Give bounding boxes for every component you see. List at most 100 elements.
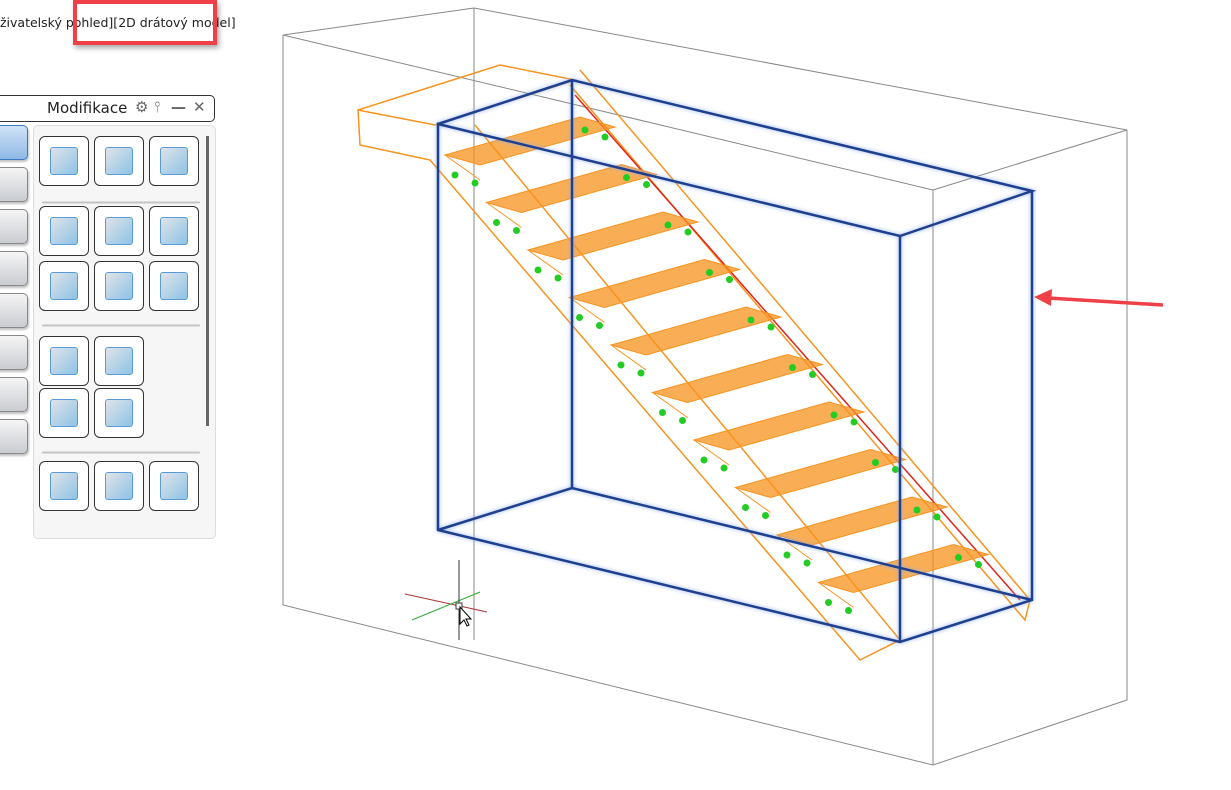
extend-button[interactable]: [94, 461, 144, 511]
highlight-box: [73, 0, 217, 45]
mirror-3d-button[interactable]: [94, 261, 144, 311]
tread-bracket: [735, 487, 771, 513]
bolt-marker: [700, 456, 708, 464]
bolt-marker: [762, 512, 769, 519]
stretch-button[interactable]: [39, 461, 89, 511]
bolt-marker: [451, 171, 459, 179]
bolt-marker: [742, 504, 749, 511]
stair-tread: [609, 306, 783, 356]
gear-icon[interactable]: ⚙: [135, 98, 149, 116]
tab-pencil[interactable]: [0, 125, 28, 160]
array-button[interactable]: [149, 206, 199, 256]
bolt-marker: [783, 551, 791, 559]
bolt-marker: [809, 371, 816, 378]
bolt-marker: [955, 554, 962, 561]
tab-selection[interactable]: [0, 293, 28, 328]
chamfer-button[interactable]: [94, 388, 144, 438]
bolt-marker: [767, 323, 775, 331]
close-icon[interactable]: ✕: [193, 98, 206, 116]
bolt-marker: [975, 561, 982, 568]
stair-tread: [526, 211, 700, 261]
fillet-button[interactable]: [39, 388, 89, 438]
align-icon: [160, 472, 188, 500]
bolt-marker: [892, 466, 899, 473]
mirror-3d-icon: [105, 272, 133, 300]
bolt-marker: [726, 276, 733, 283]
ucs-cursor-icon: [404, 560, 488, 640]
bolt-marker: [933, 513, 941, 521]
bolt-marker: [617, 361, 625, 369]
bolt-marker: [684, 228, 692, 236]
palette-title-bar[interactable]: Modifikace ⚙ ⫯ — ✕: [0, 95, 215, 122]
bolt-marker: [534, 266, 542, 274]
bolt-marker: [601, 133, 609, 141]
tab-properties[interactable]: [0, 209, 28, 244]
palette-title: Modifikace: [47, 99, 128, 117]
stair-tread: [650, 353, 825, 404]
bolt-marker: [872, 459, 879, 466]
bolt-marker: [576, 314, 583, 321]
bolt-marker: [830, 411, 838, 419]
array-3d-icon: [160, 272, 188, 300]
bolt-marker: [825, 599, 832, 606]
break-button[interactable]: [94, 336, 144, 386]
array-icon: [160, 217, 188, 245]
tab-profile[interactable]: [0, 377, 28, 412]
bolt-marker: [643, 181, 650, 188]
bolt-marker: [720, 464, 728, 472]
bolt-marker: [679, 417, 686, 424]
tab-dimension[interactable]: [0, 251, 28, 286]
bolt-marker: [789, 364, 796, 371]
stair-tread: [692, 401, 866, 451]
divider: [42, 324, 200, 327]
rotate-3d-button[interactable]: [39, 261, 89, 311]
selected-volume-box[interactable]: [436, 78, 1037, 644]
bolt-marker: [747, 316, 755, 324]
copy-button[interactable]: [94, 136, 144, 186]
break-at-point-button[interactable]: [39, 336, 89, 386]
scrollbar[interactable]: [206, 136, 209, 426]
tread-bracket: [569, 297, 605, 323]
fillet-icon: [50, 399, 78, 427]
tab-tools[interactable]: [0, 167, 28, 202]
bolt-marker: [664, 221, 672, 229]
stringer-edge: [574, 94, 1021, 601]
tread-bracket: [610, 344, 647, 371]
stair-tread: [443, 116, 617, 166]
move-icon: [50, 147, 78, 175]
align-button[interactable]: [149, 461, 199, 511]
mirror-button[interactable]: [94, 206, 144, 256]
offset-button[interactable]: [149, 136, 199, 186]
extend-icon: [105, 472, 133, 500]
bolt-marker: [637, 369, 645, 377]
chamfer-icon: [105, 399, 133, 427]
copy-icon: [105, 147, 133, 175]
bolt-marker: [513, 227, 520, 234]
rotate-icon: [50, 217, 78, 245]
bolt-marker: [659, 409, 666, 416]
pin-icon[interactable]: ⫯: [154, 98, 161, 116]
minimize-icon[interactable]: —: [171, 98, 186, 116]
tab-beam[interactable]: [0, 419, 28, 454]
tab-filter[interactable]: [0, 335, 28, 370]
mirror-icon: [105, 217, 133, 245]
move-button[interactable]: [39, 136, 89, 186]
rotate-3d-icon: [50, 272, 78, 300]
callout-arrow: [1034, 289, 1164, 307]
palette-tabs: [0, 125, 28, 461]
bolt-marker: [803, 559, 811, 567]
landing: [357, 64, 578, 161]
tool-palette-modifikace[interactable]: Modifikace ⚙ ⫯ — ✕: [0, 95, 216, 539]
tread-bracket: [486, 202, 522, 228]
bolt-marker: [706, 269, 713, 276]
tread-bracket: [527, 249, 564, 276]
bolt-marker: [581, 126, 589, 134]
break-icon: [105, 347, 133, 375]
offset-icon: [160, 147, 188, 175]
viewport-view-label[interactable]: živatelský pohled][2D drátový model]: [0, 15, 236, 30]
array-3d-button[interactable]: [149, 261, 199, 311]
divider: [42, 451, 200, 454]
rotate-button[interactable]: [39, 206, 89, 256]
bolt-marker: [471, 179, 479, 187]
